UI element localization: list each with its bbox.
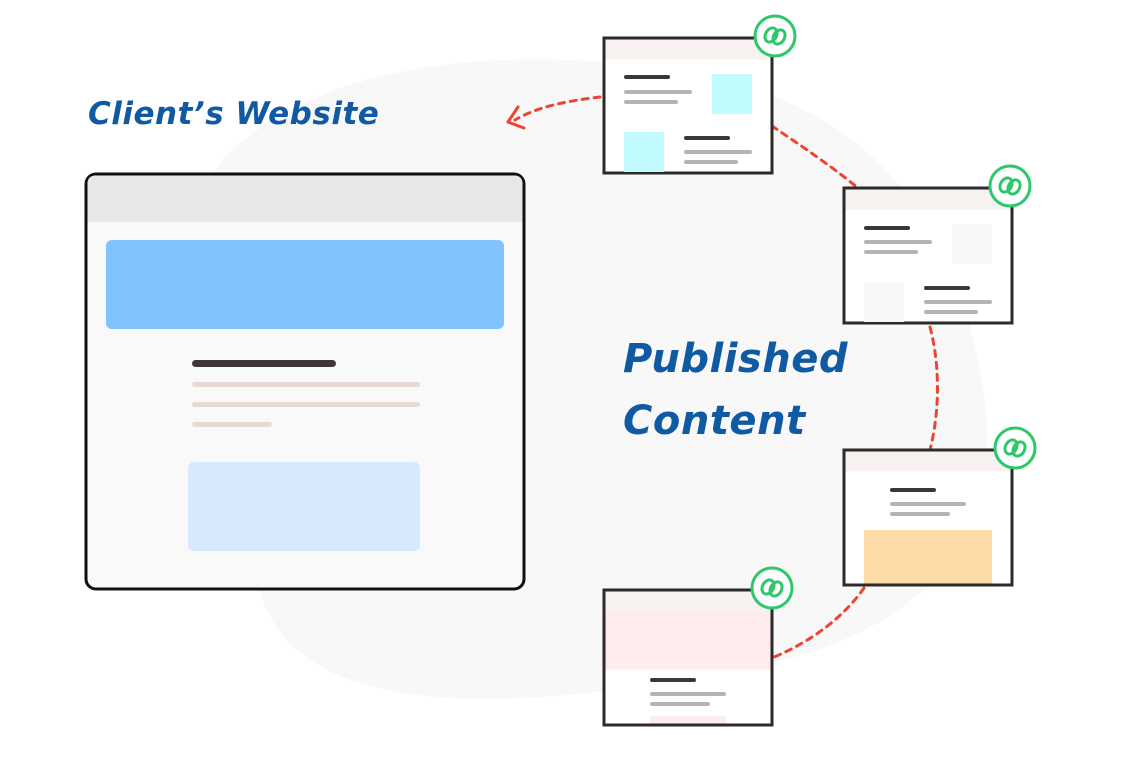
client-website-title: Client’s Website [88, 96, 380, 132]
text-line [192, 382, 420, 387]
client-website-browser [84, 172, 526, 591]
hero-banner [106, 240, 504, 329]
link-rings-icon [753, 14, 797, 58]
connector-dash [928, 325, 939, 452]
link-rings-icon [750, 566, 794, 610]
published-content-line-2: Content [623, 398, 806, 444]
text-line [192, 422, 272, 427]
arrowhead-icon [506, 105, 526, 130]
link-rings-icon [988, 164, 1032, 208]
published-page-1 [602, 36, 774, 175]
published-content-title: Published Content [623, 328, 848, 452]
heading-line [192, 360, 336, 367]
published-page-4 [602, 588, 774, 727]
published-page-2 [842, 186, 1014, 325]
connector-dash [770, 124, 860, 190]
published-page-3 [842, 448, 1014, 587]
text-line [192, 402, 420, 407]
link-rings-icon [993, 426, 1037, 470]
connector-dash [513, 95, 602, 122]
content-card [188, 462, 420, 551]
published-content-line-1: Published [623, 336, 848, 382]
connector-dash [770, 586, 866, 660]
